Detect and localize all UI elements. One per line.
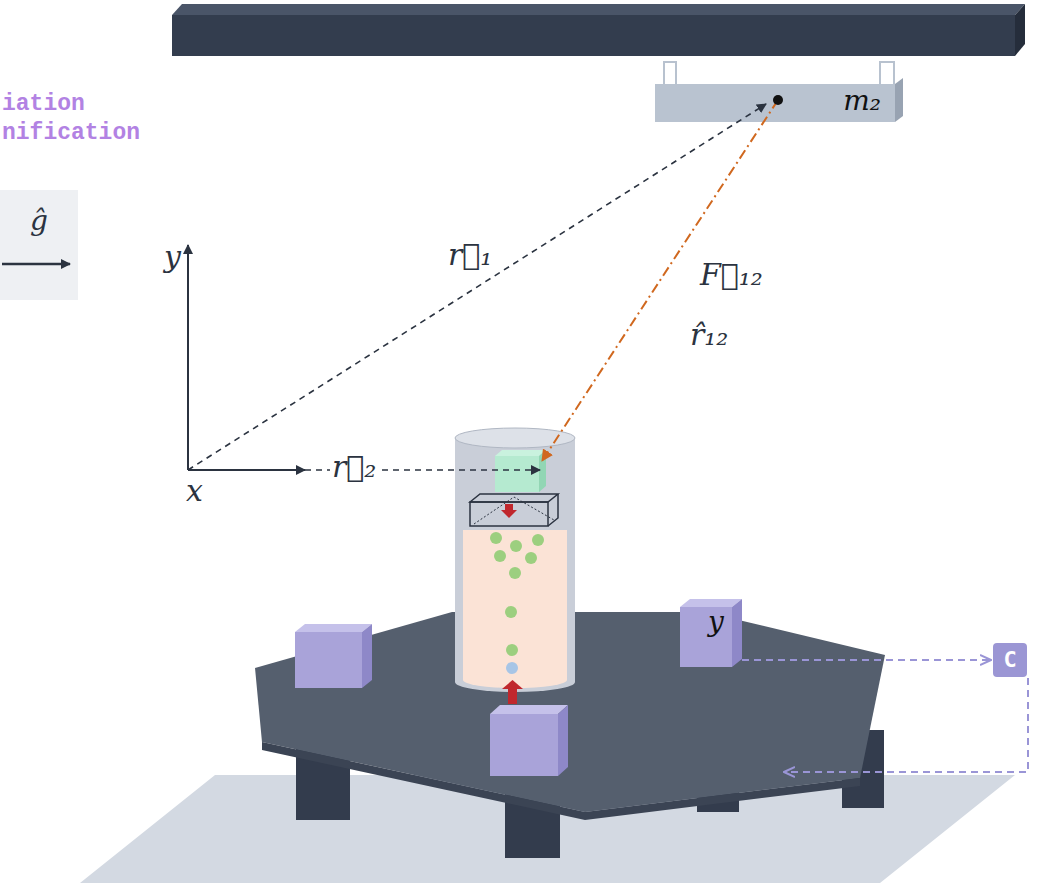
- title-fragment: iation: [2, 92, 85, 117]
- g-arrow: [2, 263, 70, 266]
- force-label: F⃗₁₂: [700, 258, 763, 291]
- vector-label: r⃗₂: [330, 450, 378, 483]
- cube-right: [680, 599, 742, 667]
- node-text: y: [708, 607, 724, 638]
- feedback-line: [784, 678, 1028, 772]
- signal-connector: [742, 659, 991, 661]
- mass-block: [655, 84, 895, 122]
- node-text: C: [1003, 649, 1016, 671]
- unit-vector-label: r̂₁₂: [690, 318, 728, 351]
- y-axis: [187, 245, 189, 470]
- node-text: m₂: [843, 86, 881, 117]
- beam-top: [172, 4, 1025, 15]
- mass-point: [773, 95, 783, 105]
- r1-vector: [188, 104, 766, 470]
- sensor-cube: y: [680, 599, 742, 667]
- g-hat-panel: [0, 190, 78, 300]
- cube-left: [295, 624, 372, 688]
- node-text: ĝ: [30, 204, 48, 237]
- axis-label: y: [164, 240, 181, 273]
- cylinder: [455, 428, 575, 692]
- controller-box: C: [993, 643, 1027, 677]
- x-axis: [188, 469, 305, 471]
- mass-side: [895, 78, 903, 122]
- cube-front: [490, 705, 568, 776]
- g-hat-box: ĝ: [0, 190, 78, 300]
- beam: [172, 15, 1015, 56]
- force-line: [542, 100, 778, 461]
- hangers: [664, 62, 894, 84]
- laser-head: [502, 680, 523, 689]
- axis-label: x: [186, 474, 203, 507]
- beam-side: [1015, 4, 1025, 56]
- laser-arrow: [508, 688, 517, 704]
- title-fragment: nification: [2, 121, 140, 146]
- mass-box: m₂: [655, 84, 895, 122]
- vector-label: r⃗₁: [446, 238, 494, 271]
